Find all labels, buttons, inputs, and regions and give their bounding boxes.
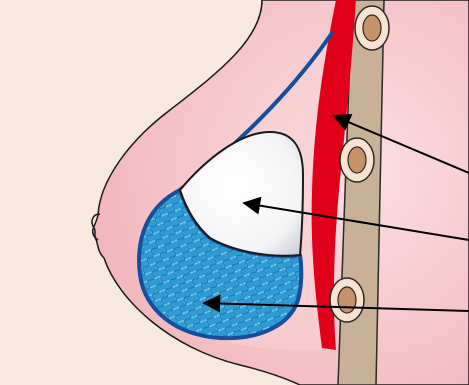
rib-2 — [340, 138, 374, 182]
rib-1 — [355, 6, 389, 50]
rib-3 — [330, 278, 364, 322]
